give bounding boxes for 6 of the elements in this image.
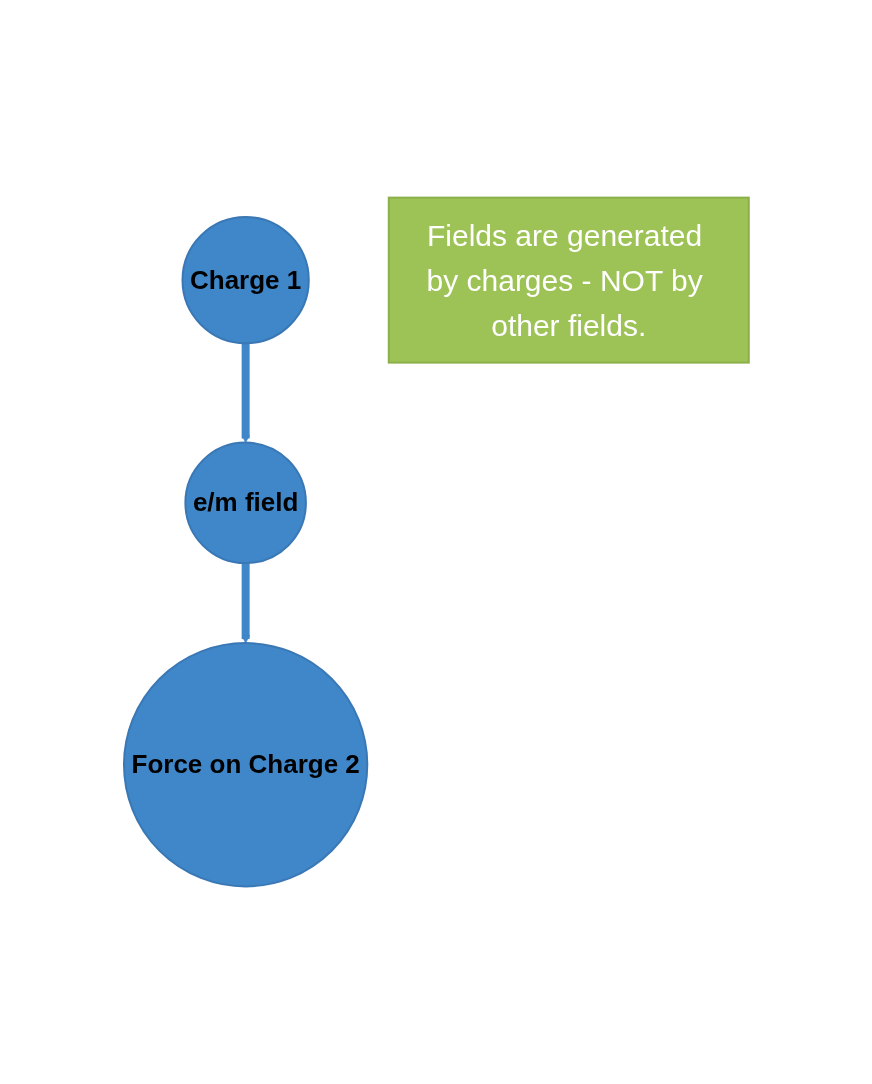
arrow (240, 563, 250, 644)
node-circle: Force on Charge 2 (122, 642, 368, 888)
node-box: Fields are generated by charges - NOT by other fields. (387, 196, 750, 364)
node-circle: e/m field (184, 441, 307, 565)
arrow (240, 343, 250, 443)
node-circle: Charge 1 (181, 216, 310, 345)
